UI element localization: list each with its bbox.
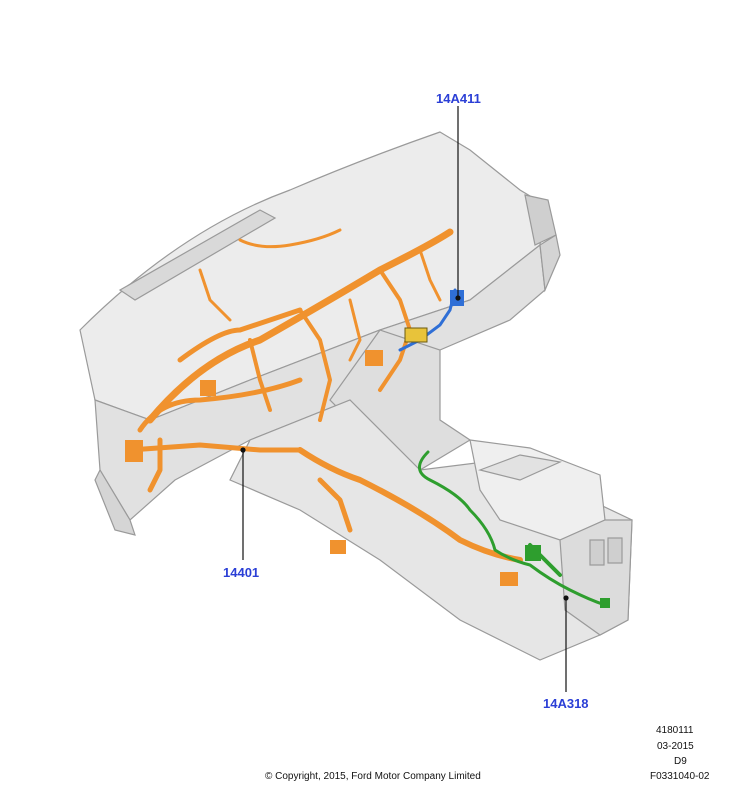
callout-14401: 14401 bbox=[223, 565, 260, 580]
leader-lines bbox=[240, 106, 569, 692]
right-end-cap bbox=[539, 234, 561, 293]
dash-front-face bbox=[94, 243, 546, 521]
main-harness-14401 bbox=[125, 228, 523, 586]
callout-14A411: 14A411 bbox=[436, 91, 481, 106]
harness-14A318 bbox=[418, 450, 610, 608]
copyright: © Copyright, 2015, Ford Motor Company Li… bbox=[265, 771, 481, 782]
rear-vent-2 bbox=[607, 537, 623, 564]
armrest-top bbox=[477, 454, 563, 481]
ref-code: D9 bbox=[674, 756, 687, 767]
callout-14A318: 14A318 bbox=[543, 696, 589, 711]
ref-date: 03-2015 bbox=[657, 741, 694, 752]
rear-vent-1 bbox=[589, 539, 605, 566]
dash-vent-left bbox=[118, 209, 277, 301]
figure-id: F0331040-02 bbox=[650, 771, 710, 782]
ref-number: 4180111 bbox=[656, 725, 694, 736]
dash-lower-left bbox=[94, 468, 136, 536]
